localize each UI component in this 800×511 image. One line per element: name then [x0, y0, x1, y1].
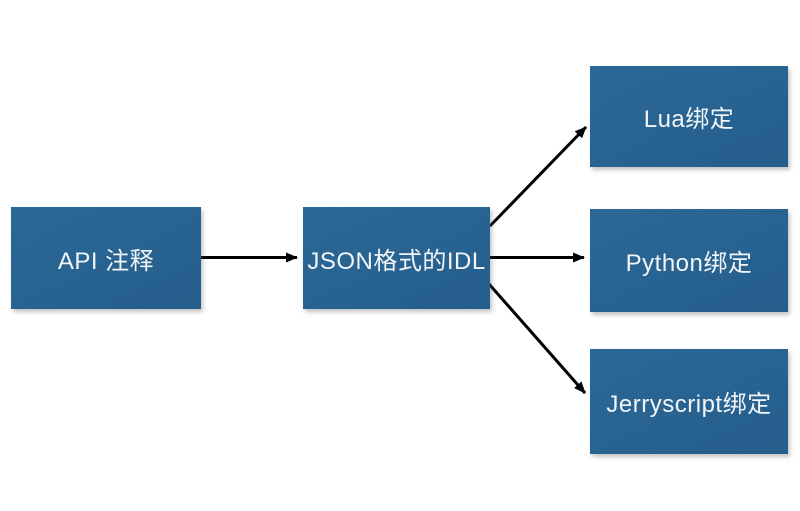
node-label: JSON格式的IDL — [307, 247, 486, 275]
node-label: Python绑定 — [625, 250, 753, 277]
node-api-annotation: API 注释 — [11, 207, 201, 309]
node-label: API 注释 — [57, 247, 155, 275]
arrow-idl-to-jerryscript — [487, 283, 587, 394]
node-label: Lua绑定 — [643, 106, 735, 133]
node-python-binding: Python绑定 — [590, 209, 788, 312]
node-jerryscript-binding: Jerryscript绑定 — [590, 349, 788, 454]
node-json-idl: JSON格式的IDL — [303, 207, 490, 309]
node-label: Jerryscript绑定 — [606, 391, 772, 418]
node-lua-binding: Lua绑定 — [590, 66, 788, 167]
arrow-idl-to-lua — [488, 125, 588, 228]
